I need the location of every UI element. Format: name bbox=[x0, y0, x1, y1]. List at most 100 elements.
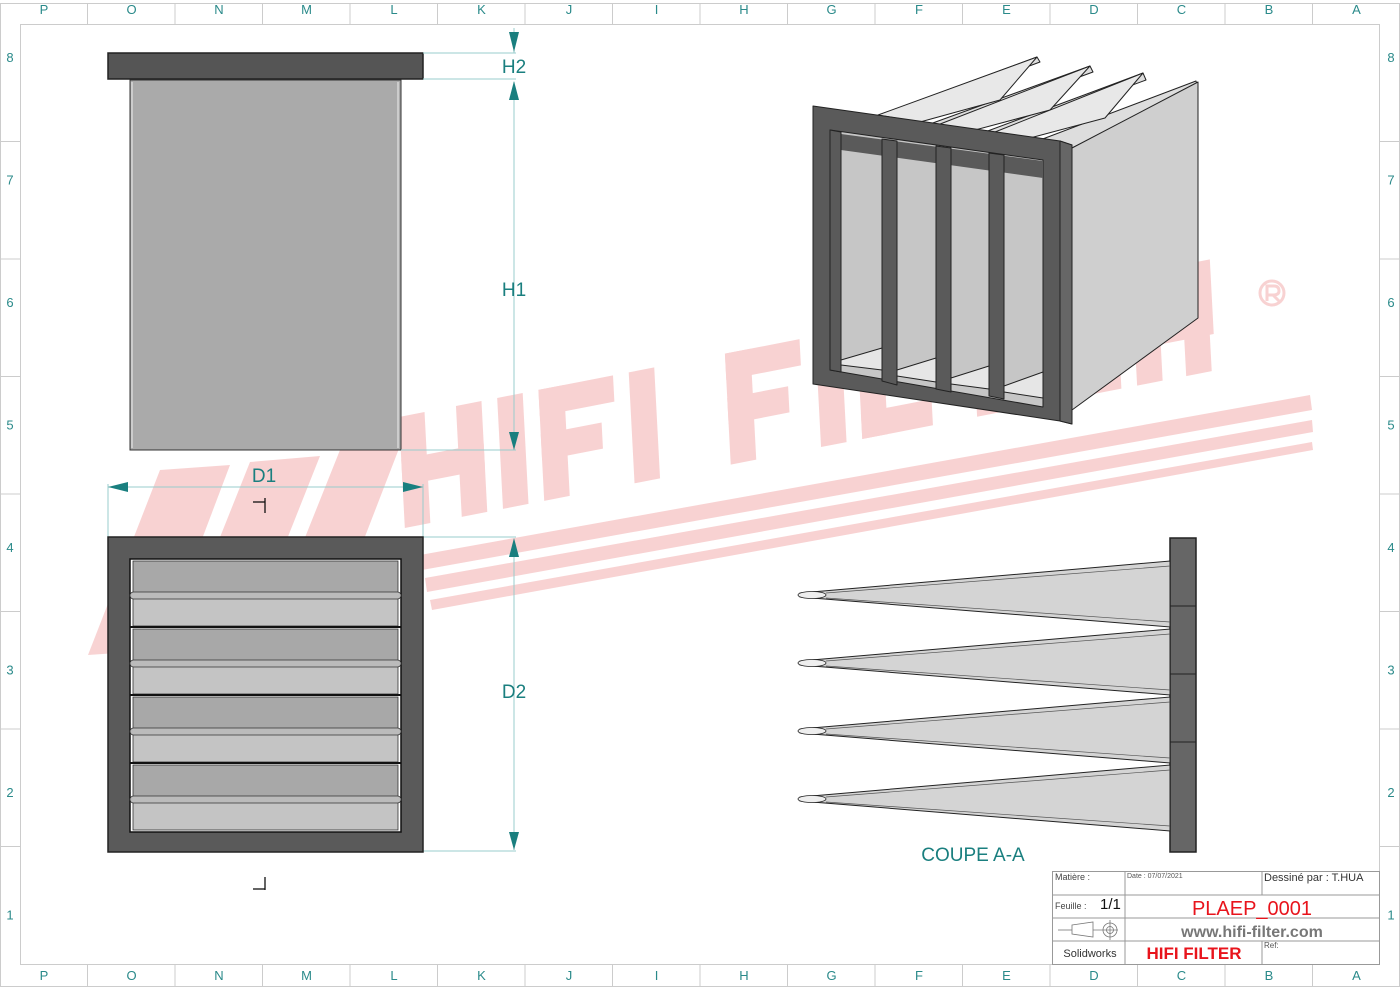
zone-row-label: 3 bbox=[6, 663, 13, 678]
zone-column-label: J bbox=[566, 968, 573, 983]
zone-column-label: G bbox=[826, 2, 836, 17]
zone-column-label: I bbox=[655, 2, 659, 17]
zone-row-label: 7 bbox=[1387, 173, 1394, 188]
zone-column-label: M bbox=[301, 968, 312, 983]
section-label: COUPE A-A bbox=[921, 845, 1025, 866]
zone-row-label: 1 bbox=[1387, 908, 1394, 923]
zone-column-label: D bbox=[1089, 968, 1098, 983]
pocket-upper bbox=[132, 560, 399, 594]
dimension-h1: H1 bbox=[502, 280, 526, 301]
zone-column-label: E bbox=[1002, 2, 1011, 17]
watermark-letter-stroke bbox=[860, 399, 933, 440]
watermark-letter-stroke bbox=[497, 392, 529, 509]
zone-column-label: K bbox=[477, 968, 486, 983]
watermark-letter-stroke bbox=[540, 422, 603, 461]
pocket-tip bbox=[797, 659, 827, 667]
zone-row-label: 5 bbox=[1387, 418, 1394, 433]
zone-row-label: 2 bbox=[1387, 785, 1394, 800]
dimension-h2: H2 bbox=[502, 57, 526, 78]
pocket-inner-line bbox=[825, 665, 1171, 691]
dimension-d2: D2 bbox=[502, 682, 526, 703]
zone-column-label: I bbox=[655, 968, 659, 983]
zone-row-label: 8 bbox=[6, 50, 13, 65]
pocket-bar bbox=[129, 659, 402, 668]
pocket-section bbox=[799, 560, 1171, 628]
sheet-label: Feuille : bbox=[1055, 901, 1087, 911]
zone-column-label: M bbox=[301, 2, 312, 17]
pocket-tip bbox=[797, 591, 827, 599]
drawn-by: Dessiné par : T.HUA bbox=[1264, 872, 1364, 884]
company-name: HIFI FILTER bbox=[1146, 944, 1241, 963]
pocket-tip bbox=[797, 795, 827, 803]
zone-column-label: A bbox=[1352, 968, 1361, 983]
ref-label: Ref: bbox=[1264, 941, 1279, 950]
pocket-tip bbox=[797, 727, 827, 735]
zone-column-label: D bbox=[1089, 2, 1098, 17]
zone-row-label: 4 bbox=[1387, 540, 1394, 555]
zone-column-label: F bbox=[915, 2, 923, 17]
zone-column-label: F bbox=[915, 968, 923, 983]
watermark-letter-stroke bbox=[727, 386, 790, 425]
zone-column-label: B bbox=[1265, 968, 1274, 983]
date-label: Date : 07/07/2021 bbox=[1127, 873, 1183, 880]
zone-column-label: L bbox=[390, 2, 397, 17]
dimension-lines bbox=[107, 28, 516, 852]
zone-column-label: O bbox=[126, 2, 136, 17]
pocket-bar bbox=[129, 727, 402, 736]
section-marker bbox=[253, 498, 266, 890]
zone-column-label: E bbox=[1002, 968, 1011, 983]
pocket-inner-line bbox=[825, 733, 1171, 759]
section-view-coupe-a-a bbox=[797, 537, 1197, 853]
pocket-section bbox=[799, 628, 1171, 696]
pocket-lower bbox=[132, 665, 399, 695]
watermark-letter-stroke bbox=[724, 339, 801, 380]
watermark-letter-stroke bbox=[401, 443, 486, 486]
title-block bbox=[1052, 871, 1380, 965]
zone-column-label: C bbox=[1177, 2, 1186, 17]
zone-column-label: B bbox=[1265, 2, 1274, 17]
zone-row-label: 2 bbox=[6, 785, 13, 800]
zone-row-label: 3 bbox=[1387, 663, 1394, 678]
zone-column-label: H bbox=[739, 968, 748, 983]
pocket-inner-line bbox=[825, 769, 1171, 798]
zone-column-label: P bbox=[40, 968, 49, 983]
pocket-bar bbox=[129, 591, 402, 600]
material-label: Matière : bbox=[1055, 872, 1090, 882]
pocket-section bbox=[799, 764, 1171, 832]
pocket-inner-line bbox=[825, 801, 1171, 827]
watermark-letter-stroke bbox=[538, 375, 615, 417]
zone-column-label: O bbox=[126, 968, 136, 983]
front-view bbox=[107, 536, 424, 853]
zone-column-label: N bbox=[214, 968, 223, 983]
zone-row-label: 5 bbox=[6, 418, 13, 433]
pocket-lower bbox=[132, 733, 399, 763]
side-view bbox=[107, 52, 424, 451]
pocket-inner-line bbox=[825, 565, 1171, 594]
zone-row-label: 6 bbox=[6, 295, 13, 310]
isometric-view bbox=[812, 56, 1199, 425]
website: www.hifi-filter.com bbox=[1180, 924, 1323, 941]
pocket-inner-line bbox=[825, 597, 1171, 623]
pocket-inner-line bbox=[825, 701, 1171, 730]
watermark-letter-stroke bbox=[1183, 320, 1212, 377]
pocket-inner-line bbox=[825, 633, 1171, 662]
zone-column-label: A bbox=[1352, 2, 1361, 17]
dimension-d1: D1 bbox=[252, 466, 276, 487]
zone-row-label: 8 bbox=[1387, 50, 1394, 65]
zone-column-label: L bbox=[390, 968, 397, 983]
part-number: PLAEP_0001 bbox=[1192, 898, 1312, 920]
zone-row-label: 4 bbox=[6, 540, 13, 555]
pocket-lower bbox=[132, 801, 399, 831]
pocket-section bbox=[799, 696, 1171, 764]
zone-column-label: P bbox=[40, 2, 49, 17]
pocket-bar bbox=[129, 795, 402, 804]
zone-column-label: K bbox=[477, 2, 486, 17]
pocket-upper bbox=[132, 764, 399, 798]
pocket-upper bbox=[132, 696, 399, 730]
zone-column-label: H bbox=[739, 2, 748, 17]
sheet-value: 1/1 bbox=[1100, 896, 1121, 913]
watermark-letter-stroke bbox=[628, 367, 661, 484]
software-label: Solidworks bbox=[1063, 948, 1117, 960]
